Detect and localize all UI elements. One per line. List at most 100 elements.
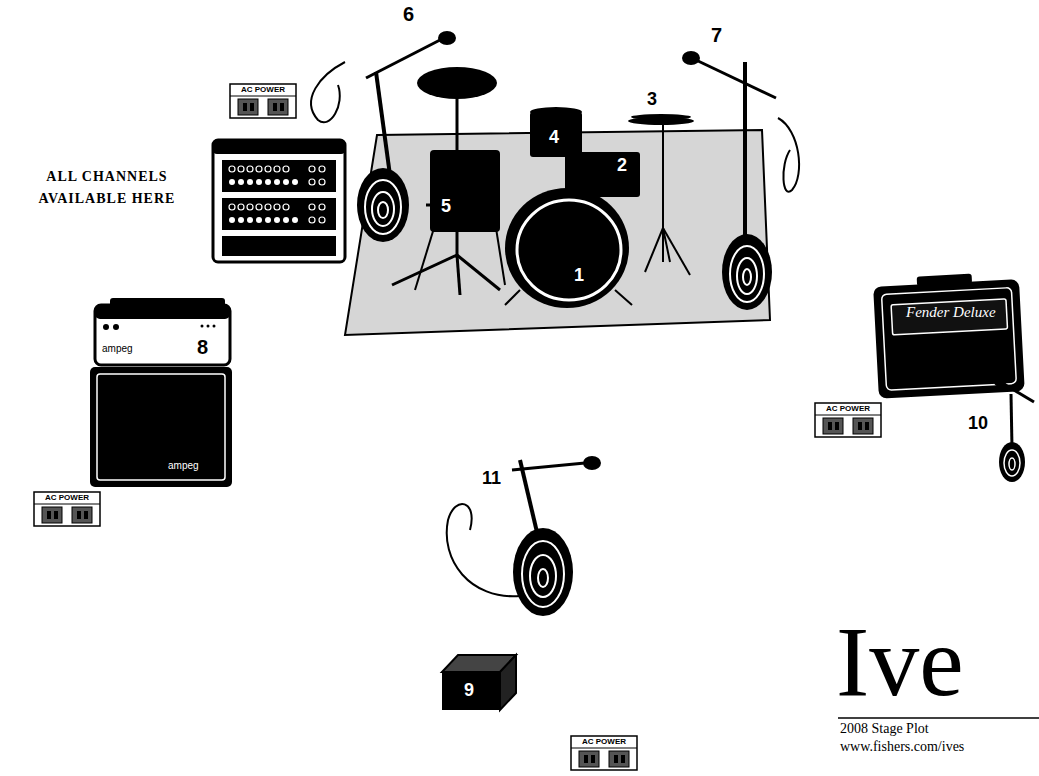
mic-stand [737,258,757,294]
floor-tom [415,150,505,290]
mic-stand [366,40,440,78]
mic-stand [583,456,601,470]
ac-power-box [34,504,100,505]
hi-hat [645,123,690,275]
ac-power-box [835,422,839,430]
ac-power-box [84,511,88,519]
brand-label: Fender Deluxe [906,304,996,321]
ac-power-box [42,507,62,523]
stage-box [222,236,336,256]
brand-label: ampeg [168,460,199,472]
stage-box [265,179,271,185]
stage-box [256,166,262,172]
ac-power-box [280,103,284,111]
ac-power-box [858,422,862,430]
stage-box [309,217,315,223]
di-box [500,655,516,710]
ac-power-box [815,403,881,437]
kick-drum [505,188,629,308]
ac-power-box [230,84,296,118]
stage-box [247,179,253,185]
stage-box [309,179,315,185]
stage-box [213,140,345,262]
ac-power-box [273,103,277,111]
stage-box [229,179,298,223]
callout-number: 7 [711,24,722,47]
stage-box [222,198,336,230]
mic-stand [722,234,772,310]
stage-box [309,204,315,210]
ac-power-box [579,751,599,767]
stage-box [265,204,271,210]
rack-tom [530,107,582,157]
ac-power-box [815,403,881,437]
stage-box [213,140,345,262]
mic-stand [743,269,751,285]
logo-subtitle: 2008 Stage Plot [840,721,929,737]
ac-power-box [571,748,637,749]
bass-amp [103,324,109,330]
stage-box [274,179,280,185]
mic-stand [1011,394,1012,448]
ac-power-box [230,84,296,118]
ac-power-box [571,736,637,770]
bass-amp [95,305,230,365]
mic-stand [357,168,409,242]
stage-box [319,179,325,185]
mic-stand [447,456,601,616]
ac-power-box [243,103,247,111]
di-box [442,672,500,710]
callout-number: 8 [197,336,208,359]
stage-box [256,179,262,185]
stage-box [238,166,244,172]
ride-cymbal [417,67,497,99]
stage-box [283,166,289,172]
di-box [442,655,516,710]
stage-box [319,217,325,223]
callout-number: 4 [549,127,559,148]
ac-power-box [571,736,637,770]
callout-number: 3 [647,89,657,110]
cymbal-stand [457,255,500,290]
mic-stand [372,192,394,226]
stage-box [292,179,298,185]
bass-amp [113,324,119,330]
stage-box [229,217,235,223]
mic-stand [730,246,764,302]
mic-stand [513,528,573,616]
kick-drum [615,290,632,305]
kick-drum [517,200,621,300]
floor-tom [430,150,500,232]
stage-box [274,204,280,210]
kick-drum [505,290,520,305]
mic-stand [999,442,1025,482]
ac-power-label: AC POWER [230,85,296,94]
kick-drum [505,188,632,308]
mic-stand [994,377,1006,387]
mic-stand [538,569,548,587]
hi-hat [663,228,690,275]
guitar-amp [891,299,1007,335]
ac-power-box [230,96,296,97]
mic-stand [994,377,1034,482]
ac-power-label: AC POWER [815,404,881,413]
stage-box [238,179,244,185]
floor-tom [415,228,434,290]
stage-box [229,166,325,223]
rack-tom [530,112,582,157]
stage-box [238,217,244,223]
brand-label: ampeg [102,343,133,355]
ac-power-box [238,99,258,115]
ac-power-box [823,418,843,434]
stage-box [265,166,271,172]
bass-amp [207,325,210,328]
ac-power-box [34,492,100,526]
cymbal-stand [392,95,500,295]
stage-box-note: ALL CHANNELS AVAILABLE HERE [22,166,192,209]
ac-power-box [268,99,288,115]
ac-power-box [591,755,595,763]
ac-power-box [865,422,869,430]
bass-amp [90,298,232,487]
mic-stand [696,60,776,98]
bass-amp [213,325,216,328]
